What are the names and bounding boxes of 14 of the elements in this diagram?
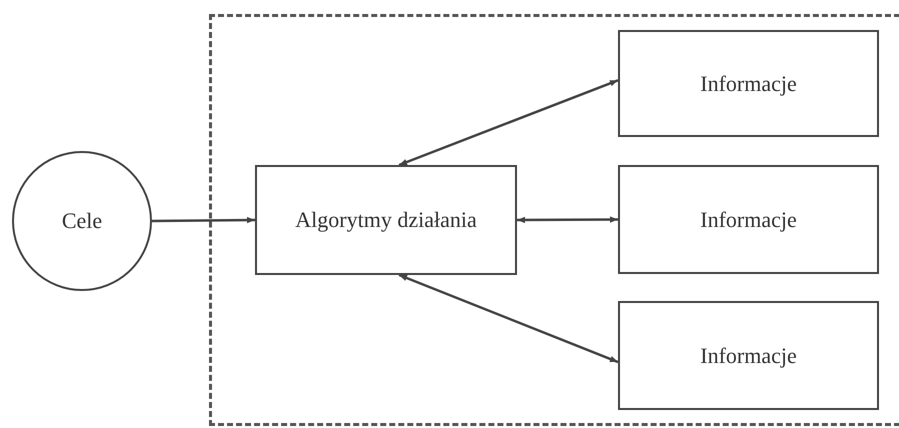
arrow (398, 274, 618, 364)
process-box (618, 165, 879, 274)
node-label: Informacje (700, 70, 797, 96)
node-label: Informacje (700, 342, 797, 368)
dashed-boundary (209, 14, 899, 426)
arrow (152, 216, 256, 224)
node-label: Cele (62, 208, 102, 234)
process-box (618, 30, 879, 137)
node-label: Informacje (700, 206, 797, 232)
arrow (398, 79, 618, 166)
process-box (618, 301, 879, 410)
process-box (255, 165, 517, 275)
node-label: Algorytmy działania (295, 207, 477, 233)
arrow (517, 216, 618, 224)
